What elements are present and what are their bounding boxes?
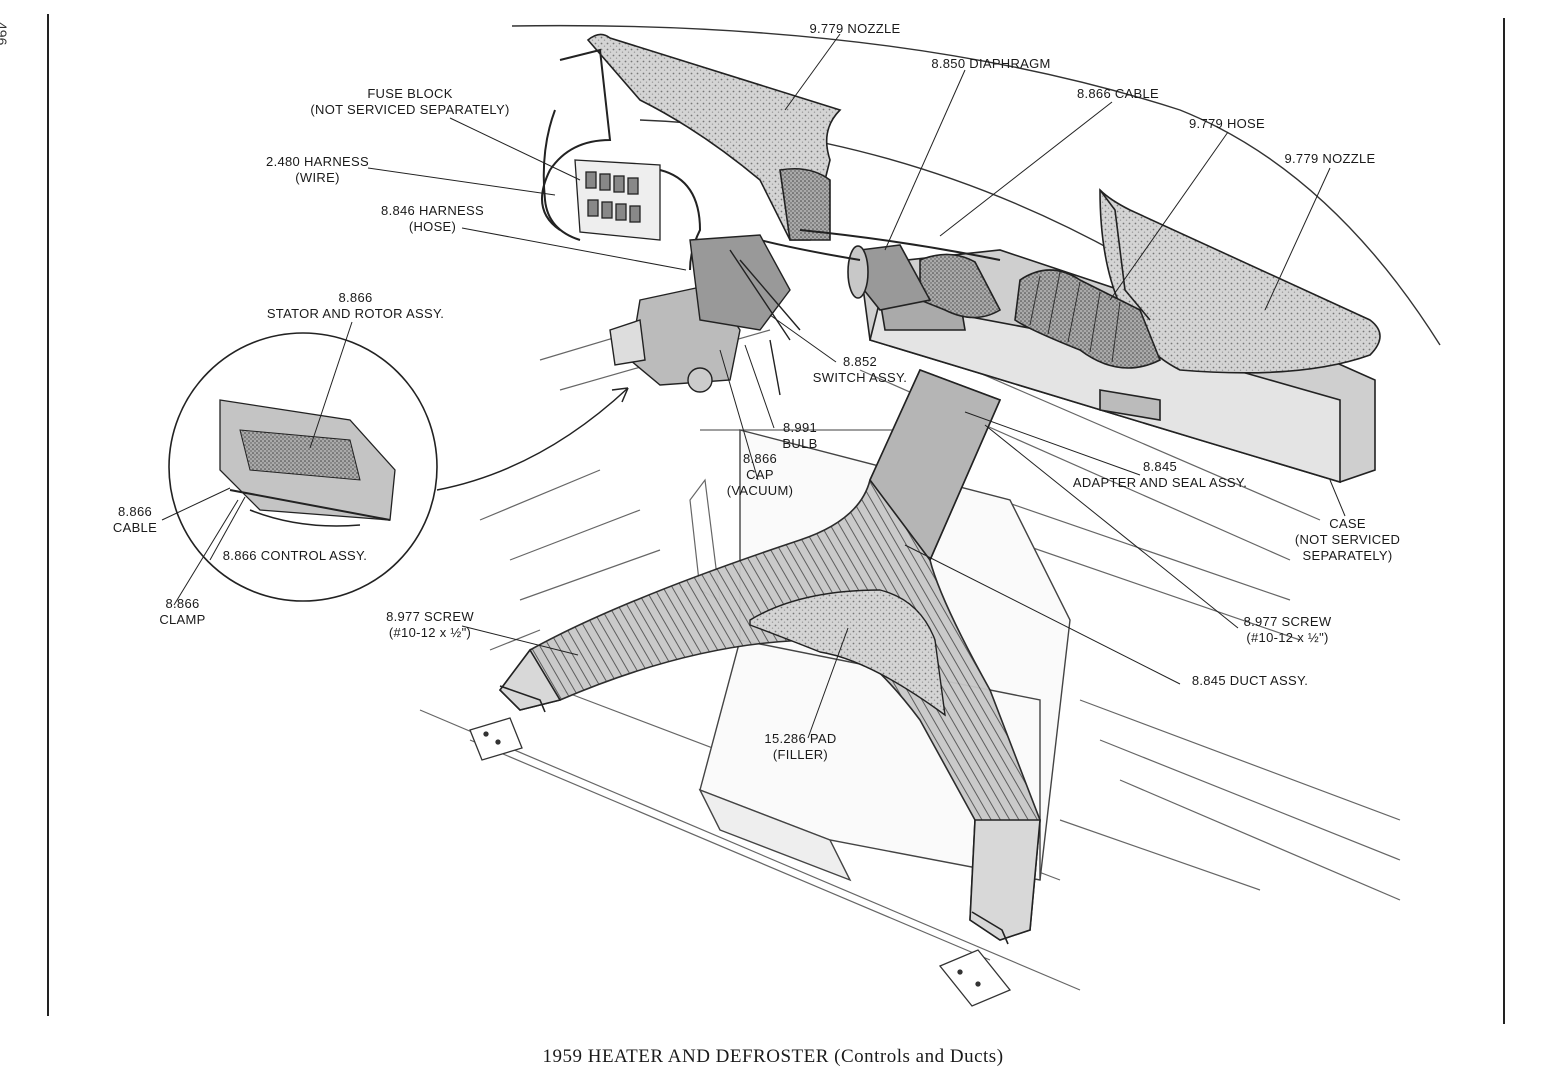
nozzle-left [586,33,842,241]
hose-right [1014,269,1162,369]
label-adapter-seal: 8.845 ADAPTER AND SEAL ASSY. [1072,459,1248,490]
label-clamp: 8.866 CLAMP [159,596,206,627]
label-case: CASE (NOT SERVICED SEPARATELY) [1294,516,1401,563]
label-switch-assy: 8.852 SWITCH ASSY. [812,354,908,385]
fuse-block [574,159,661,241]
label-duct-assy: 8.845 DUCT ASSY. [1191,673,1309,688]
label-control-assy: 8.866 CONTROL ASSY. [222,548,368,563]
label-diaphragm: 8.850 DIAPHRAGM [931,56,1051,71]
figure-caption: 1959 HEATER AND DEFROSTER (Controls and … [542,1046,1004,1067]
label-stator-rotor: 8.866 STATOR AND ROTOR ASSY. [266,290,445,321]
label-cable-top: 8.866 CABLE [1076,86,1160,101]
label-harness-hose: 8.846 HARNESS (HOSE) [381,203,484,234]
inset-detail-circle [168,332,438,602]
duct-assembly [498,368,1041,945]
label-nozzle-right: 9.779 NOZZLE [1284,151,1376,166]
label-screw-right: 8.977 SCREW (#10-12 x ½") [1243,614,1332,645]
heater-defroster-illustration [47,14,1505,1024]
inset-arrow [436,387,629,491]
label-hose-right: 9.779 HOSE [1189,116,1265,131]
label-harness-wire: 2.480 HARNESS (WIRE) [266,154,369,185]
mounting-bracket-right [938,949,1012,1007]
label-screw-left: 8.977 SCREW (#10-12 x ½") [386,609,474,640]
label-cable-inset: 8.866 CABLE [112,504,158,535]
adapter-hose-center [847,244,1002,319]
label-fuse-block: FUSE BLOCK (NOT SERVICED SEPARATELY) [310,86,510,117]
label-bulb: 8.991 BULB [782,420,818,451]
label-pad-filler: 15.286 PAD (FILLER) [764,731,837,762]
control-assembly [609,234,801,396]
label-nozzle-left: 9.779 NOZZLE [809,21,901,36]
leader-lines [161,33,1346,739]
filler-pad [749,589,946,717]
mounting-bracket-left [469,717,523,761]
page-frame-lines [47,14,1505,1024]
wire-harness [541,48,1001,271]
label-cap-vacuum: 8.866 CAP (VACUUM) [726,451,794,498]
